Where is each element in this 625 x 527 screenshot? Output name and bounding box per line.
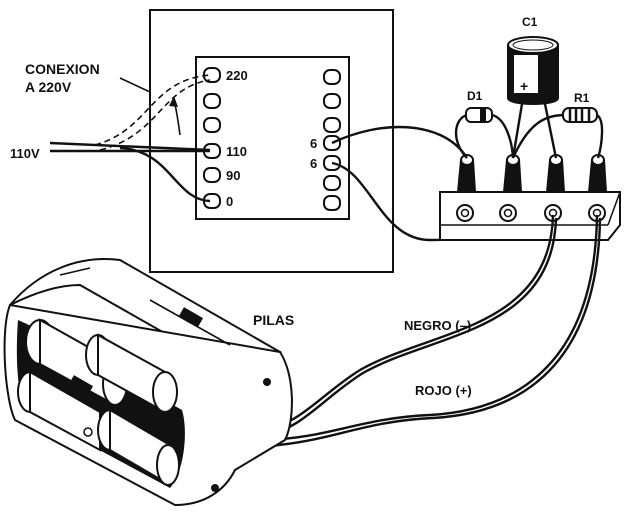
negro-lead-label: NEGRO (–) bbox=[404, 318, 471, 333]
tap-6a-label: 6 bbox=[310, 136, 317, 151]
d1-label: D1 bbox=[467, 89, 483, 103]
tap-90-label: 90 bbox=[226, 168, 240, 183]
conexion-label-line1: CONEXION bbox=[25, 61, 100, 77]
c1-label: C1 bbox=[522, 15, 538, 29]
tap-220-label: 220 bbox=[226, 68, 248, 83]
tap-6b-label: 6 bbox=[310, 156, 317, 171]
pilas-label: PILAS bbox=[253, 312, 294, 328]
input-110v-label: 110V bbox=[10, 146, 40, 161]
terminal-strip bbox=[439, 154, 621, 241]
conexion-label-line2: A 220V bbox=[25, 79, 72, 95]
transformer: 220 110 90 0 6 6 bbox=[149, 9, 394, 273]
battery-holder bbox=[3, 258, 293, 507]
diode-d1 bbox=[454, 107, 515, 159]
rojo-lead-label: ROJO (+) bbox=[415, 383, 472, 398]
r1-label: R1 bbox=[574, 91, 590, 105]
battery-leads bbox=[261, 214, 602, 448]
primary-lugs bbox=[203, 67, 221, 209]
tap-110-label: 110 bbox=[226, 144, 247, 159]
mains-wires bbox=[49, 74, 211, 203]
capacitor-plus-sign: + bbox=[520, 78, 528, 94]
capacitor-c1: + bbox=[507, 36, 559, 159]
tap-0-label: 0 bbox=[226, 194, 233, 209]
resistor-r1 bbox=[511, 107, 604, 159]
